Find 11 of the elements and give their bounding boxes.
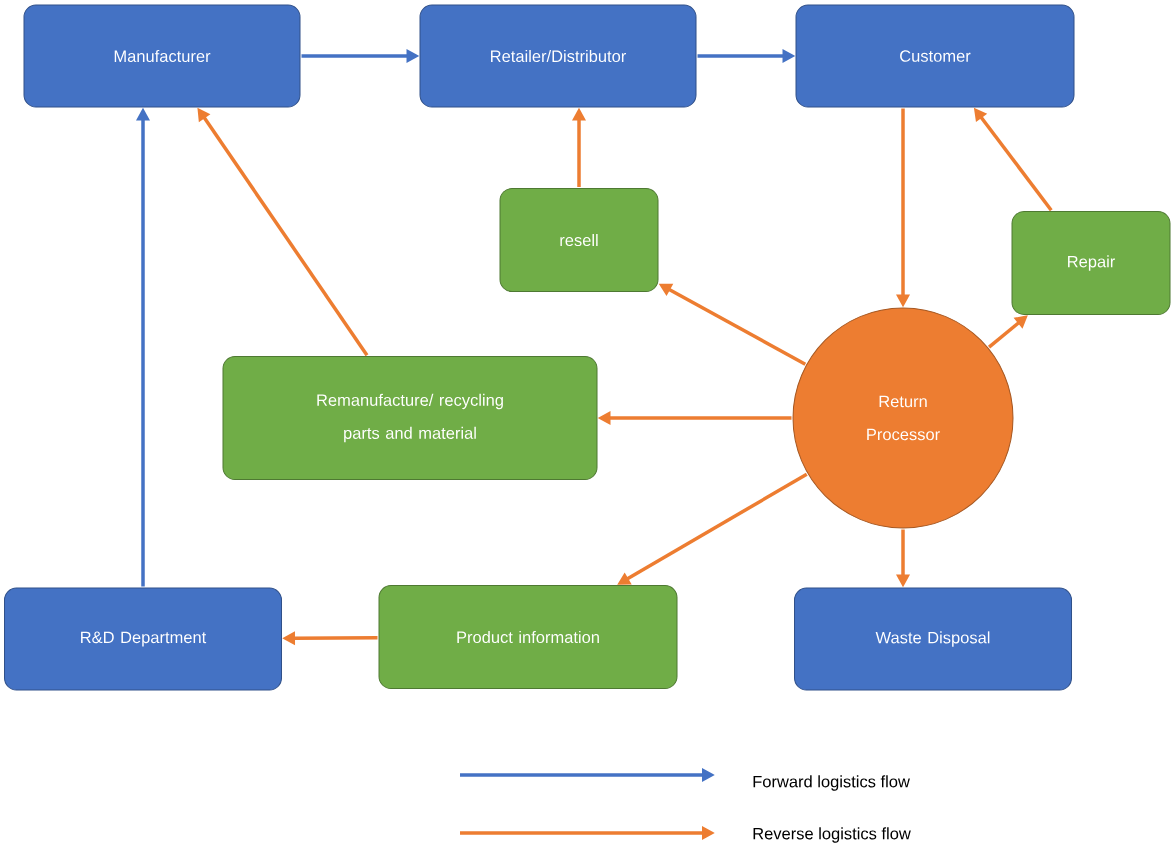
action-box: Repair [1011,211,1171,315]
action-box: Remanufacture/ recycling parts and material [222,356,598,480]
process-box: R&D Department [4,587,282,691]
action-box: Product information [378,585,678,689]
process-box: Waste Disposal [794,587,1072,691]
legend-label: Reverse logistics flow [753,827,911,843]
process-box: Retailer/Distributor [419,4,697,108]
action-box: resell [499,188,659,292]
process-box: Manufacturer [23,4,301,108]
process-box: Customer [795,4,1075,108]
legend-label: Forward logistics flow [753,775,910,791]
